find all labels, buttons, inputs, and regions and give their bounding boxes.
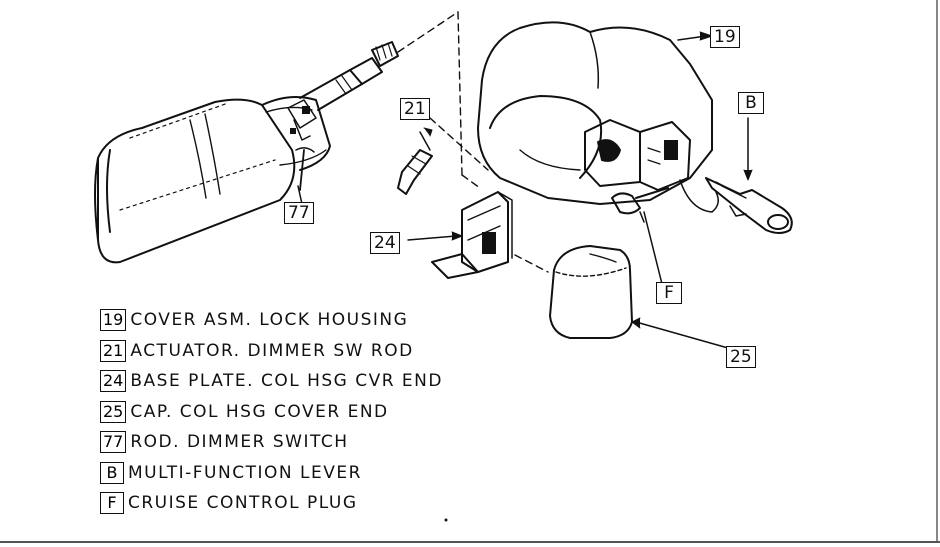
legend-item: F CRUISE CONTROL PLUG — [100, 488, 560, 519]
legend-code: 19 — [100, 309, 127, 332]
legend-code: 24 — [100, 370, 127, 393]
callout-19: 19 — [710, 26, 740, 48]
legend-text: CRUISE CONTROL PLUG — [128, 493, 358, 514]
legend-item: 77 ROD. DIMMER SWITCH — [100, 427, 560, 458]
bottom-border — [0, 541, 940, 543]
parts-legend: 19 COVER ASM. LOCK HOUSING 21 ACTUATOR. … — [100, 305, 560, 519]
multi-function-lever — [705, 117, 793, 234]
callout-f: F — [656, 282, 682, 304]
legend-text: BASE PLATE. COL HSG CVR END — [130, 371, 443, 392]
legend-text: MULTI-FUNCTION LEVER — [128, 462, 362, 483]
legend-item: B MULTI-FUNCTION LEVER — [100, 458, 560, 489]
legend-code: F — [100, 492, 124, 515]
legend-text: CAP. COL HSG COVER END — [130, 401, 389, 422]
legend-code: 25 — [100, 400, 127, 423]
legend-text: COVER ASM. LOCK HOUSING — [130, 310, 409, 331]
callout-25: 25 — [726, 346, 756, 368]
callout-77: 77 — [284, 202, 314, 224]
legend-text: ROD. DIMMER SWITCH — [130, 432, 349, 453]
callout-21: 21 — [400, 98, 430, 120]
right-border — [936, 0, 938, 541]
leader-lines — [297, 185, 663, 285]
lock-housing-cover — [477, 21, 719, 223]
stray-dot — [444, 518, 448, 522]
legend-code: 77 — [100, 431, 127, 454]
callout-24: 24 — [370, 232, 400, 254]
legend-item: 25 CAP. COL HSG COVER END — [100, 397, 560, 428]
cap-part — [549, 245, 729, 349]
callout-b: B — [738, 92, 764, 114]
base-plate-part — [407, 191, 513, 279]
legend-item: 19 COVER ASM. LOCK HOUSING — [100, 305, 560, 336]
actuator-part — [397, 127, 433, 195]
alignment-lines — [397, 11, 549, 273]
legend-text: ACTUATOR. DIMMER SW ROD — [130, 340, 414, 361]
legend-code: B — [100, 461, 124, 484]
legend-item: 24 BASE PLATE. COL HSG CVR END — [100, 366, 560, 397]
legend-item: 21 ACTUATOR. DIMMER SW ROD — [100, 336, 560, 367]
legend-code: 21 — [100, 339, 127, 362]
steering-column — [94, 41, 399, 264]
